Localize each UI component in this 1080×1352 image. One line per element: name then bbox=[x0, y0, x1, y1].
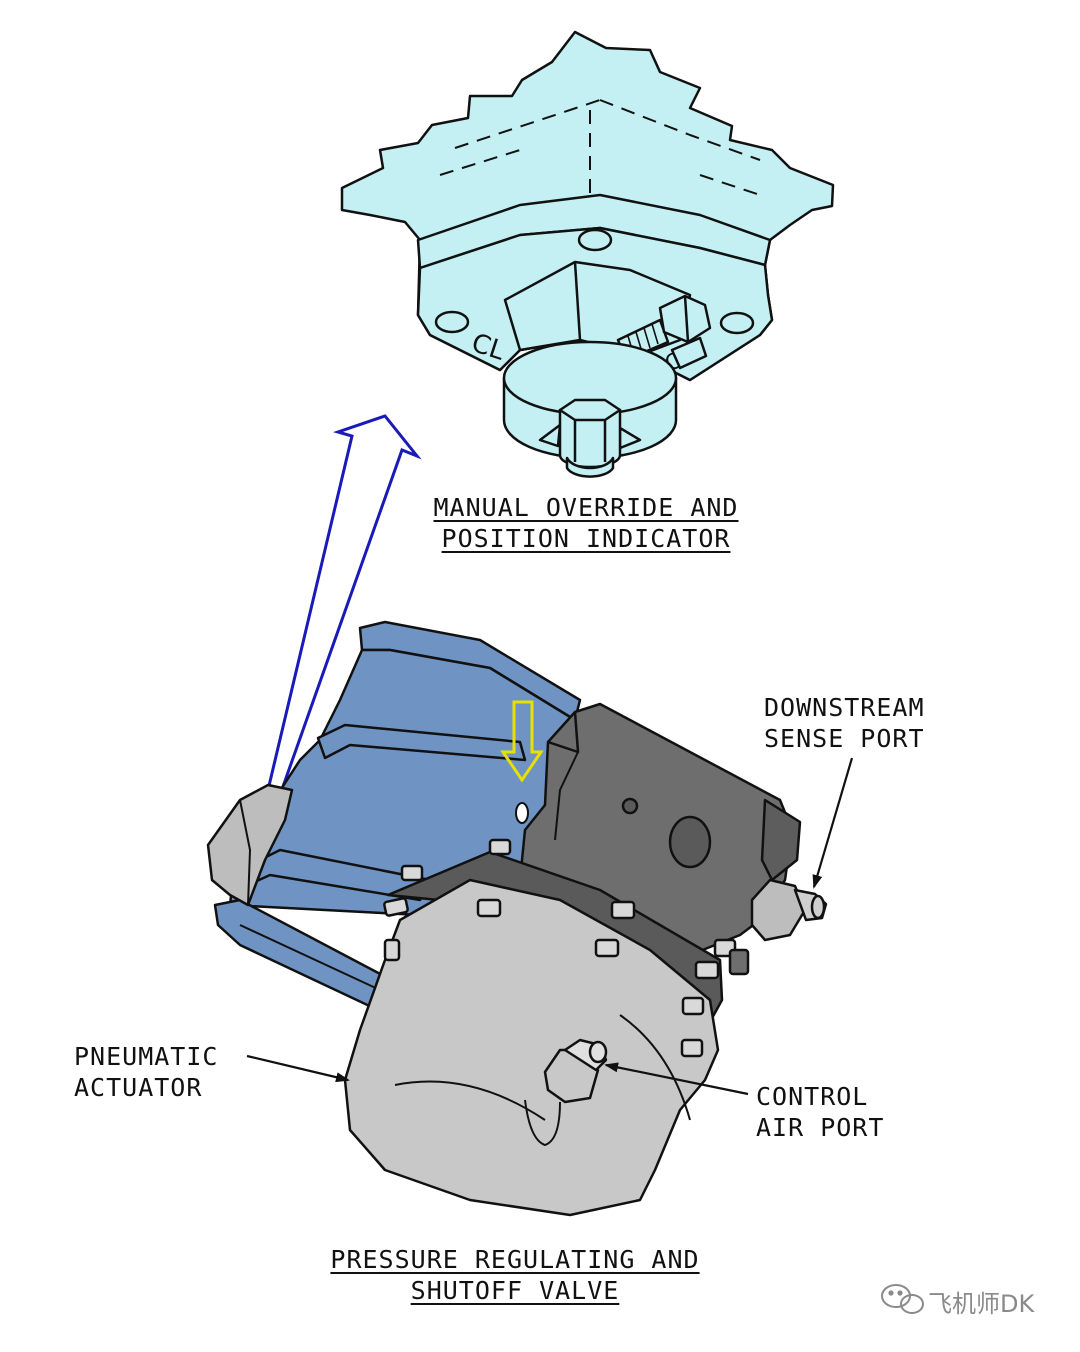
label-downstream-line2: SENSE PORT bbox=[764, 724, 925, 753]
bolt-hole-right bbox=[719, 311, 755, 335]
watermark: 飞机师DK bbox=[928, 1290, 1035, 1318]
label-downstream-sense-port: DOWNSTREAM SENSE PORT bbox=[764, 692, 925, 754]
label-pneumatic-line1: PNEUMATIC bbox=[74, 1042, 219, 1071]
leader-lines bbox=[246, 757, 854, 1096]
label-control-line1: CONTROL bbox=[756, 1082, 869, 1111]
label-manual-override-line1: MANUAL OVERRIDE AND bbox=[433, 493, 739, 522]
pneumatic-actuator-drawing bbox=[343, 838, 750, 1217]
label-prsov: PRESSURE REGULATING AND SHUTOFF VALVE bbox=[300, 1244, 730, 1306]
control-air-port-fitting bbox=[524, 1038, 608, 1146]
label-pneumatic-line2: ACTUATOR bbox=[74, 1073, 203, 1102]
label-control-air-port: CONTROL AIR PORT bbox=[756, 1081, 884, 1143]
label-control-line2: AIR PORT bbox=[756, 1113, 885, 1142]
downstream-port-fitting bbox=[750, 878, 828, 942]
label-pneumatic-actuator: PNEUMATIC ACTUATOR bbox=[74, 1041, 218, 1103]
yellow-down-arrow-icon bbox=[500, 700, 544, 783]
indicator-hex-stem bbox=[558, 398, 622, 478]
hollow-blue-arrow-icon bbox=[266, 414, 422, 797]
manual-override-indicator-drawing: CL OP bbox=[340, 30, 835, 478]
bolt-hole-left bbox=[434, 310, 470, 334]
label-prsov-line1: PRESSURE REGULATING AND bbox=[330, 1245, 700, 1274]
indicator-port-hole bbox=[515, 802, 529, 824]
wechat-icon bbox=[881, 1284, 924, 1314]
label-prsov-line2: SHUTOFF VALVE bbox=[410, 1276, 620, 1305]
label-downstream-line1: DOWNSTREAM bbox=[764, 693, 925, 722]
flange-studs bbox=[383, 838, 750, 1058]
label-manual-override: MANUAL OVERRIDE AND POSITION INDICATOR bbox=[410, 492, 762, 554]
label-manual-override-line2: POSITION INDICATOR bbox=[441, 524, 731, 553]
bolt-hole-top bbox=[577, 228, 613, 252]
